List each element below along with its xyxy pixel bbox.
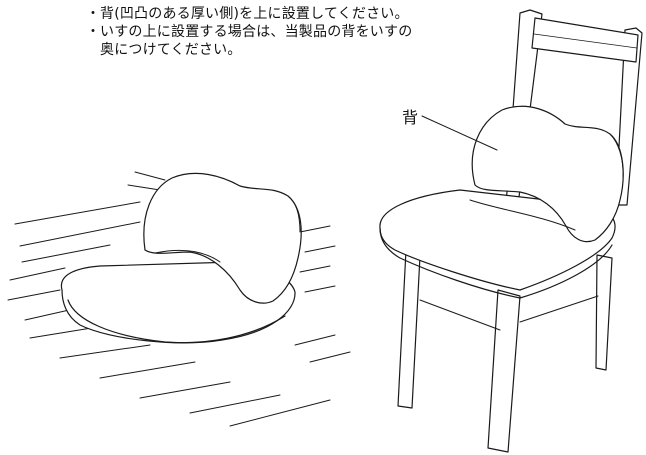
instruction-text-continued: 奥につけてください。 bbox=[100, 42, 242, 58]
callout-leader-line bbox=[421, 115, 498, 151]
floor-illustration bbox=[7, 171, 351, 427]
instruction-item-1: ・ 背(凹凸のある厚い側)を上に設置してください。 bbox=[86, 5, 506, 23]
chair-cushion bbox=[469, 105, 624, 243]
floorboard-lines bbox=[7, 171, 351, 427]
back-callout-label: 背 bbox=[402, 108, 419, 127]
instruction-item-2: ・ いすの上に設置する場合は、当製品の背をいすの 奥につけてください。 bbox=[86, 23, 506, 59]
cushion-back bbox=[143, 172, 302, 304]
instruction-list: ・ 背(凹凸のある厚い側)を上に設置してください。 ・ いすの上に設置する場合は… bbox=[86, 5, 506, 59]
instruction-text: 背(凹凸のある厚い側)を上に設置してください。 bbox=[100, 6, 409, 22]
bullet-marker: ・ bbox=[86, 6, 101, 22]
chair-illustration bbox=[379, 9, 643, 453]
bullet-marker: ・ bbox=[86, 24, 101, 40]
instruction-text: いすの上に設置する場合は、当製品の背をいすの bbox=[100, 24, 413, 40]
chair-seat bbox=[379, 189, 616, 299]
